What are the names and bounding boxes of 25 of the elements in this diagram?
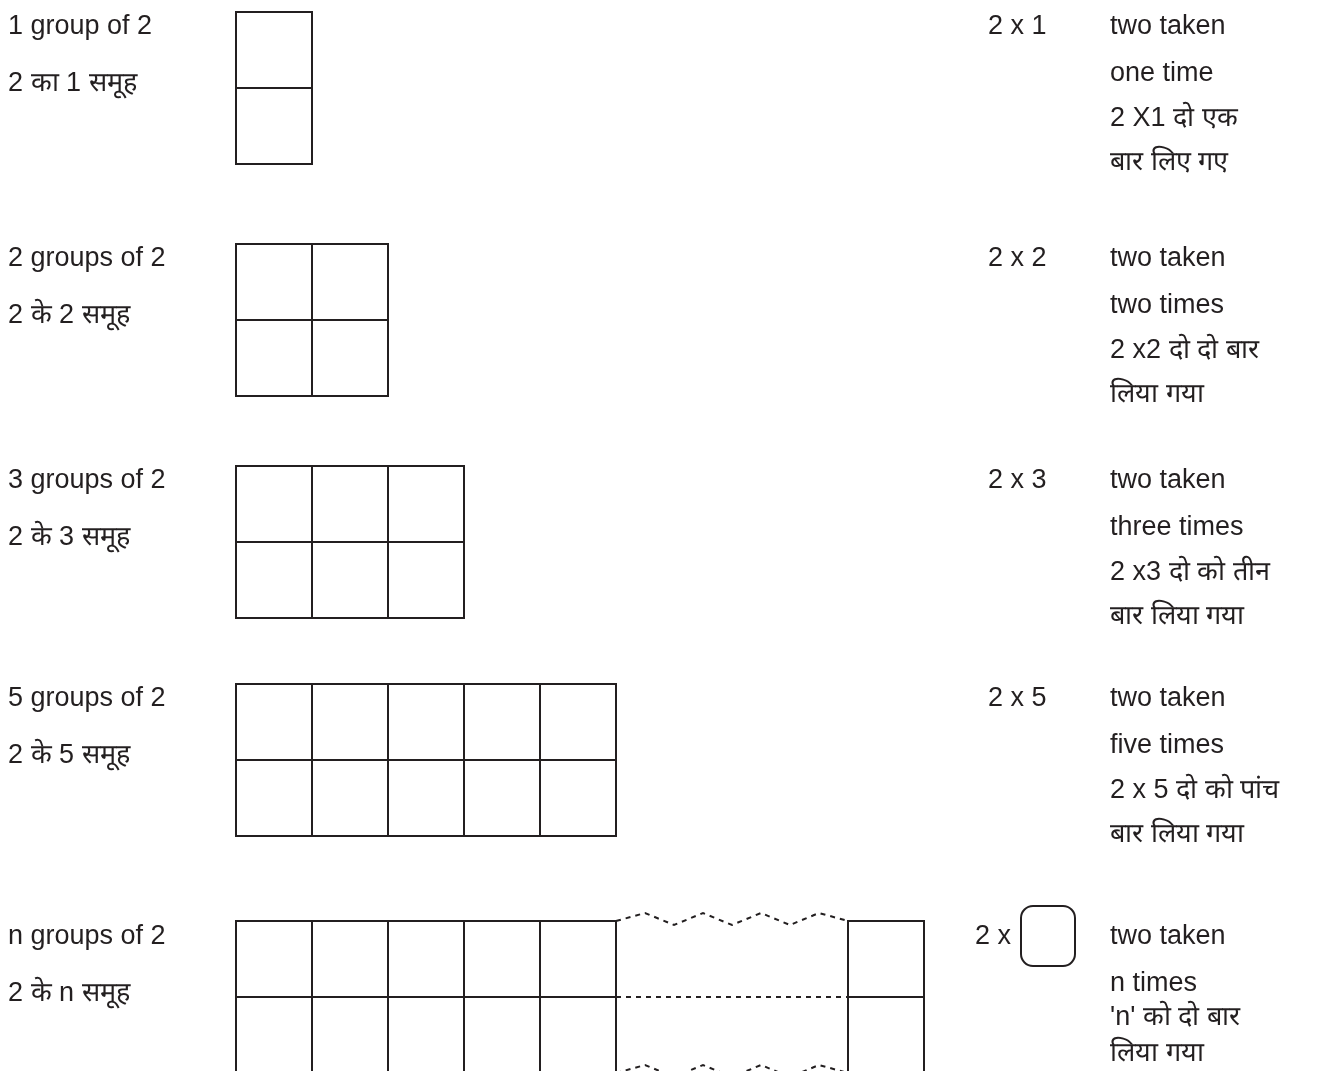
multiplication-expression: 2 x [975, 919, 1013, 952]
explanation-text: 2 x 5 दो को पांच बार लिया गया [1110, 772, 1281, 850]
group-label: 2 के 2 समूह [8, 297, 132, 331]
group-label: 1 group of 2 [8, 9, 154, 42]
group-label: 2 के 3 समूह [8, 519, 132, 553]
explanation-text: two taken n times [1110, 919, 1227, 999]
multiplication-expression: 2 x 2 [988, 241, 1048, 274]
explanation-text: 2 x2 दो दो बार लिया गया [1110, 332, 1260, 410]
group-label: 2 के n समूह [8, 975, 132, 1009]
group-label: 2 का 1 समूह [8, 66, 139, 99]
group-label: 3 groups of 2 [8, 463, 167, 496]
explanation-text: 'n' को दो बार लिया गया [1110, 999, 1242, 1069]
explanation-text: two taken three times [1110, 463, 1245, 543]
explanation-text: 2 X1 दो एक बार लिए गए [1110, 100, 1239, 178]
explanation-text: two taken five times [1110, 681, 1227, 761]
group-label: n groups of 2 [8, 919, 167, 952]
group-label: 5 groups of 2 [8, 681, 167, 714]
multiplication-expression: 2 x 1 [988, 9, 1048, 42]
multiplication-expression: 2 x 5 [988, 681, 1048, 714]
explanation-text: two taken one time [1110, 9, 1227, 89]
explanation-text: 2 x3 दो को तीन बार लिया गया [1110, 554, 1272, 632]
explanation-text: two taken two times [1110, 241, 1227, 321]
group-label: 2 groups of 2 [8, 241, 167, 274]
group-label: 2 के 5 समूह [8, 737, 132, 771]
multiplication-expression: 2 x 3 [988, 463, 1048, 496]
